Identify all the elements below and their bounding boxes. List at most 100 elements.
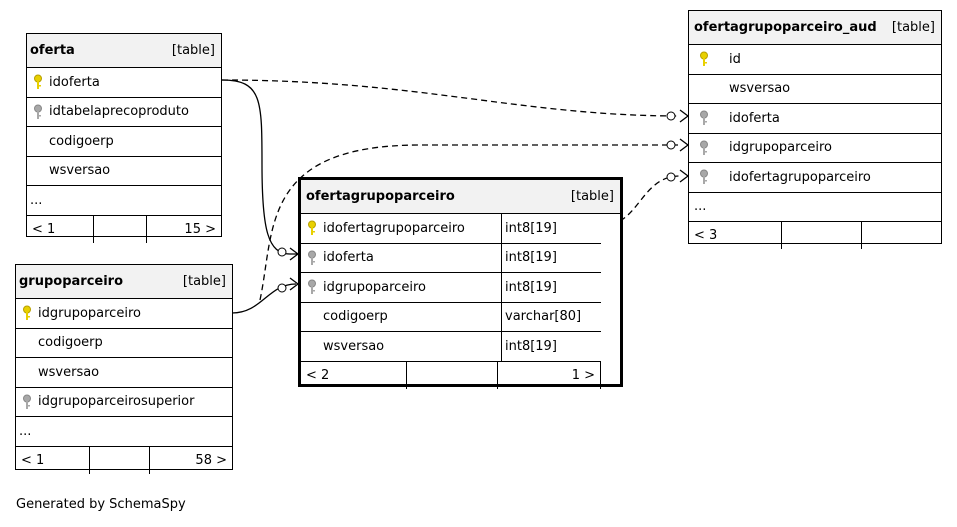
column-row[interactable]: id <box>689 45 941 75</box>
column-name: idoferta <box>323 250 374 266</box>
column-name: idtabelaprecoproduto <box>49 104 189 120</box>
column-name: idofertagrupoparceiro <box>729 169 871 185</box>
edge-oferta-aud <box>221 79 681 117</box>
column-type: int8[19] <box>501 332 601 361</box>
edge-crowfoot <box>289 277 299 291</box>
column-type: int8[19] <box>501 214 601 243</box>
primary-key-icon <box>301 220 323 236</box>
column-name: idgrupoparceiro <box>729 140 832 156</box>
column-row[interactable]: wsversao <box>689 75 941 104</box>
column-row[interactable]: idofertagrupoparceiro <box>689 163 941 193</box>
column-row[interactable]: idgrupoparceirosuperior <box>16 388 232 417</box>
footer-parents[interactable]: < 2 <box>301 361 407 389</box>
primary-key-icon <box>16 305 38 321</box>
foreign-key-icon <box>689 140 719 156</box>
edge-end-circle <box>277 283 287 293</box>
table-tag: [table] <box>891 20 935 35</box>
primary-key-icon <box>27 74 49 90</box>
edge-oferta-ofertagrupoparceiro <box>221 79 291 255</box>
column-row[interactable]: idgrupoparceiro <box>16 299 232 329</box>
edge-end-circle <box>277 247 287 257</box>
footer-parents[interactable]: < 1 <box>16 446 90 474</box>
generator-credit: Generated by SchemaSpy <box>16 497 186 512</box>
column-row[interactable]: idoferta int8[19] <box>301 243 601 273</box>
column-name: idgrupoparceiro <box>38 305 141 321</box>
table-grupoparceiro[interactable]: grupoparceiro [table] idgrupoparceiro co… <box>15 264 233 474</box>
column-name: idgrupoparceirosuperior <box>38 394 195 410</box>
table-tag: [table] <box>171 43 215 58</box>
table-header: ofertagrupoparceiro [table] <box>301 180 620 214</box>
footer-mid <box>90 446 150 474</box>
foreign-key-icon <box>27 104 49 120</box>
footer-children[interactable]: 58 > <box>195 452 227 468</box>
footer-mid <box>407 361 498 389</box>
footer-children[interactable]: 15 > <box>184 221 216 237</box>
column-row[interactable]: wsversao <box>16 358 232 388</box>
column-name: idgrupoparceiro <box>323 279 426 295</box>
column-name: idoferta <box>729 110 780 126</box>
table-name: grupoparceiro <box>19 274 124 289</box>
column-row[interactable]: idofertagrupoparceiro int8[19] <box>301 214 601 244</box>
foreign-key-icon <box>16 394 38 410</box>
column-row[interactable]: wsversao int8[19] <box>301 332 601 362</box>
ellipsis-row: ... <box>16 417 232 447</box>
edge-crowfoot <box>679 138 689 152</box>
foreign-key-icon <box>301 250 323 266</box>
edge-crowfoot <box>679 109 689 123</box>
edge-grupoparceiro-ofertagrupoparceiro <box>231 283 297 314</box>
edge-end-circle <box>666 140 676 150</box>
column-row[interactable]: idgrupoparceiro int8[19] <box>301 273 601 303</box>
ellipsis-row: ... <box>689 193 941 222</box>
table-header: oferta [table] <box>27 34 221 68</box>
column-row[interactable]: idoferta <box>27 68 221 98</box>
footer-parents[interactable]: < 1 <box>27 215 94 243</box>
edge-end-circle <box>666 172 676 182</box>
foreign-key-icon <box>689 169 719 185</box>
table-oferta[interactable]: oferta [table] idoferta idtabelaprecopro… <box>26 33 222 243</box>
ellipsis-row: ... <box>27 186 221 216</box>
table-ofertagrupoparceiro-aud[interactable]: ofertagrupoparceiro_aud [table] id wsver… <box>688 10 942 249</box>
column-name: codigoerp <box>49 133 114 149</box>
column-type: int8[19] <box>501 273 601 302</box>
column-row[interactable]: codigoerp varchar[80] <box>301 302 601 332</box>
column-name: wsversao <box>729 81 791 97</box>
footer-mid <box>782 222 862 249</box>
table-header: grupoparceiro [table] <box>16 265 232 299</box>
table-header: ofertagrupoparceiro_aud [table] <box>689 11 941 45</box>
foreign-key-icon <box>689 110 719 126</box>
column-name: codigoerp <box>38 335 103 351</box>
table-footer: < 3 <box>689 222 941 249</box>
column-row[interactable]: idtabelaprecoproduto <box>27 98 221 127</box>
column-row[interactable]: codigoerp <box>27 127 221 157</box>
column-row[interactable]: idgrupoparceiro <box>689 134 941 163</box>
foreign-key-icon <box>301 279 323 295</box>
column-type: int8[19] <box>501 243 601 272</box>
table-footer: < 2 1 > <box>301 361 601 389</box>
table-ofertagrupoparceiro[interactable]: ofertagrupoparceiro [table] idofertagrup… <box>298 177 623 389</box>
footer-children[interactable]: 1 > <box>571 367 595 383</box>
column-row[interactable]: idoferta <box>689 104 941 134</box>
edge-end-circle <box>666 111 676 121</box>
column-row[interactable]: codigoerp <box>16 329 232 358</box>
column-name: idofertagrupoparceiro <box>323 220 465 236</box>
edge-grupoparceiro-aud <box>259 144 680 301</box>
column-name: idoferta <box>49 74 100 90</box>
edge-crowfoot <box>679 169 689 183</box>
table-tag: [table] <box>570 189 614 204</box>
table-name: oferta <box>30 43 75 58</box>
footer-parents[interactable]: < 3 <box>689 222 782 249</box>
column-name: wsversao <box>38 364 100 380</box>
table-tag: [table] <box>182 274 226 289</box>
column-name: wsversao <box>323 338 385 354</box>
table-footer: < 1 58 > <box>16 446 232 474</box>
column-name: codigoerp <box>323 309 388 325</box>
footer-mid <box>94 215 147 243</box>
column-row[interactable]: wsversao <box>27 157 221 186</box>
column-name: wsversao <box>49 163 111 179</box>
table-name: ofertagrupoparceiro_aud <box>694 20 877 35</box>
edge-crowfoot <box>289 247 299 261</box>
footer-children <box>862 222 941 249</box>
column-type: varchar[80] <box>501 302 601 331</box>
column-name: id <box>729 51 741 67</box>
table-footer: < 1 15 > <box>27 215 221 243</box>
